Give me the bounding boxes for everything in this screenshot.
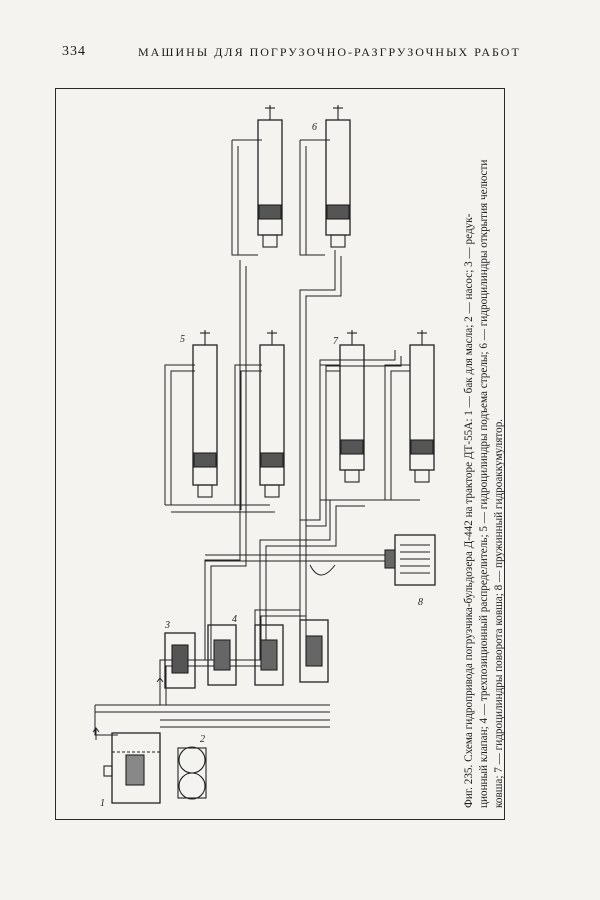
- figure-caption: Фиг. 235. Схема гидропривода погрузчика-…: [462, 108, 507, 808]
- oil-tank: [103, 732, 161, 804]
- bucket-cylinders: 7: [333, 330, 435, 483]
- caption-line: Фиг. 235. Схема гидропривода погрузчика-…: [463, 213, 475, 808]
- pipe-lines: [94, 139, 420, 736]
- label-tank: 1: [100, 798, 105, 809]
- running-title: МАШИНЫ ДЛЯ ПОГРУЗОЧНО-РАЗГРУЗОЧНЫХ РАБОТ: [138, 45, 521, 59]
- label-bucket-cyl: 7: [333, 336, 339, 347]
- flow-arrows: [92, 677, 164, 740]
- label-jaw-cyl: 6: [312, 122, 317, 133]
- caption-line: ционный клапан; 4 — трехпозиционный расп…: [478, 159, 490, 808]
- jaw-cylinders: 6: [257, 105, 351, 248]
- page-number: 334: [62, 44, 86, 59]
- label-pump: 2: [200, 734, 205, 745]
- spring-accumulator: 8: [384, 534, 436, 608]
- label-distributor: 4: [232, 614, 237, 625]
- label-valve: 3: [164, 620, 170, 631]
- distributors: 4: [207, 614, 329, 686]
- page-header: 334 МАШИНЫ ДЛЯ ПОГРУЗОЧНО-РАЗГРУЗОЧНЫХ Р…: [0, 0, 600, 90]
- pump: 2: [177, 734, 207, 800]
- caption-line: ковша; 7 — гидроцилиндры поворота ковша;…: [493, 418, 505, 808]
- label-boom-cyl: 5: [180, 334, 185, 345]
- boom-cylinders: 5: [180, 330, 285, 498]
- label-accumulator: 8: [418, 597, 423, 608]
- figure-frame: [55, 88, 505, 820]
- reducing-valve: 3: [164, 620, 196, 689]
